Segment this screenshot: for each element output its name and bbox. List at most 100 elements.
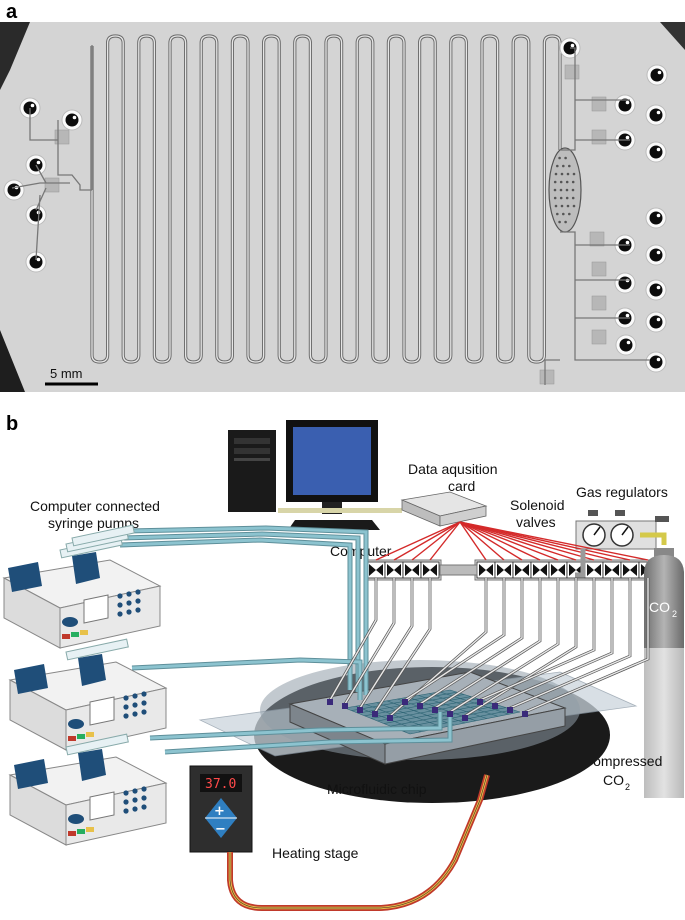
pump-keypad-button	[123, 790, 129, 796]
photo-dark-corner-bottom	[0, 330, 25, 392]
chip-connector	[357, 707, 363, 713]
chamber-pillar	[562, 212, 565, 216]
syringe-pump	[2, 524, 162, 649]
chip-grid-line	[390, 705, 500, 727]
port-highlight	[625, 313, 630, 318]
valve-wire	[459, 521, 577, 561]
chamber-pillar	[568, 212, 571, 216]
chamber-pillar	[559, 180, 563, 184]
valve-symbol	[569, 564, 576, 576]
chamber-pillar	[566, 172, 570, 176]
pump-status-button	[86, 827, 94, 832]
pump-keypad-button	[117, 602, 123, 608]
scale-bar-label: 5 mm	[50, 366, 83, 381]
chamber-pillar	[572, 204, 576, 208]
chamber-pillar	[559, 188, 563, 192]
valve-symbol	[587, 564, 594, 576]
chamber-pillar	[564, 156, 567, 160]
port-highlight	[657, 70, 662, 75]
valve-symbol	[551, 564, 558, 576]
chip-connector	[432, 707, 438, 713]
pneumatic-line-lumen	[329, 578, 377, 701]
daq-label-line1: Data aqusition	[408, 461, 498, 477]
chamber-pillar	[553, 188, 557, 192]
chamber-pillar	[571, 180, 575, 184]
port-highlight	[656, 110, 661, 115]
valve-symbol	[558, 564, 565, 576]
pump-keypad-button	[132, 693, 138, 699]
tube-lumen	[119, 538, 352, 690]
pump-status-button	[62, 634, 70, 639]
fluid-tubing	[119, 525, 453, 755]
valve-symbol	[515, 564, 522, 576]
valve-symbol	[605, 564, 612, 576]
valve-symbol	[533, 564, 540, 576]
pump-keypad-button	[132, 702, 138, 708]
connector-pad	[591, 295, 607, 311]
pump-drive-block	[78, 654, 106, 686]
port-highlight	[36, 257, 41, 262]
port-highlight	[72, 115, 77, 120]
chamber-pillar	[565, 188, 569, 192]
chamber-pillar	[554, 204, 558, 208]
syringe-barrel	[71, 524, 135, 547]
pump-status-button	[71, 632, 79, 637]
pump-keypad-button	[123, 799, 129, 805]
chamber-pillar	[558, 220, 561, 224]
chip-connector	[447, 711, 453, 717]
pneumatic-line-lumen	[374, 578, 431, 713]
valve-wire	[375, 521, 461, 561]
connector-pad	[589, 231, 605, 247]
valve-wire	[459, 521, 487, 561]
pump-status-button	[77, 829, 85, 834]
pump-keypad-button	[123, 713, 129, 719]
chamber-pillar	[562, 164, 565, 168]
port-highlight	[656, 285, 661, 290]
valve-wire	[393, 521, 461, 561]
photo-dark-corner-top	[0, 22, 30, 90]
pneumatic-line-lumen	[524, 578, 649, 713]
valve-pneumatic-lines	[327, 578, 650, 721]
syringe-pump	[8, 733, 168, 846]
syringe-barrel	[65, 733, 129, 756]
pump-keypad-button	[132, 788, 138, 794]
gas-regulators-label: Gas regulators	[576, 484, 668, 500]
pump-keypad-button	[141, 691, 147, 697]
valve-symbol	[394, 564, 401, 576]
gas-line	[575, 549, 586, 578]
pump-drive-block	[8, 562, 42, 592]
valve-control-wires	[375, 521, 649, 561]
valve-symbol	[612, 564, 619, 576]
port-hole	[650, 68, 664, 82]
pneumatic-line-lumen	[509, 578, 631, 709]
pump-keypad-button	[126, 600, 132, 606]
connector-pad	[591, 129, 607, 145]
pump-keypad-button	[135, 607, 141, 613]
pump-nav-button	[68, 814, 84, 824]
chip-connector	[477, 699, 483, 705]
pneumatic-line-lumen	[344, 578, 395, 705]
panel-b: b Computer Data aqusition card Gas regul…	[2, 413, 684, 911]
pump-keypad-button	[141, 786, 147, 792]
pump-keypad-button	[141, 709, 147, 715]
pneumatic-line-lumen	[434, 578, 541, 709]
port-highlight	[570, 43, 575, 48]
pump-status-button	[77, 734, 85, 739]
port-hole	[649, 108, 663, 122]
valve-wire	[459, 521, 541, 561]
chamber-pillar	[571, 188, 575, 192]
valve-symbol	[405, 564, 412, 576]
port-highlight	[625, 100, 630, 105]
pump-keypad-button	[123, 704, 129, 710]
compressed-label-sub: 2	[625, 782, 630, 792]
chip-connector	[342, 703, 348, 709]
valve-symbol	[387, 564, 394, 576]
valve-symbol	[423, 564, 430, 576]
pump-nav-button	[68, 719, 84, 729]
pump-keypad-button	[132, 806, 138, 812]
connector-pad	[44, 177, 60, 193]
port-highlight	[656, 213, 661, 218]
chip-grid-line	[377, 700, 486, 722]
valve-symbol	[369, 564, 376, 576]
